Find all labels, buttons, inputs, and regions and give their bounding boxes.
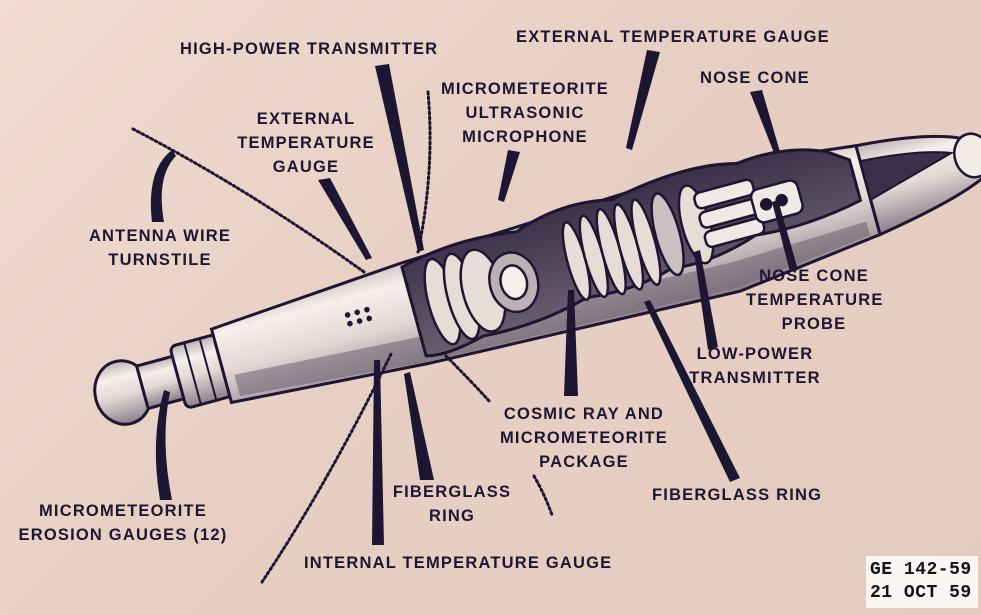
label-nose-cone-temperature-probe: NOSE CONE TEMPERATURE PROBE [746, 267, 884, 333]
label-antenna-wire-turnstile: ANTENNA WIRE TURNSTILE [88, 227, 232, 269]
internal-rings [423, 184, 715, 346]
label-micrometeorite-microphone: MICROMETEORITE ULTRASONIC MICROPHONE [440, 80, 610, 146]
label-cosmic-ray-package: COSMIC RAY AND MICROMETEORITE PACKAGE [499, 405, 669, 471]
label-low-power-transmitter: LOW-POWER TRANSMITTER [689, 345, 821, 387]
leader-lines [150, 50, 798, 545]
label-internal-temperature-gauge: INTERNAL TEMPERATURE GAUGE [304, 554, 613, 572]
stamp-date: 21 OCT 59 [870, 583, 972, 603]
label-nose-cone: NOSE CONE [700, 69, 810, 87]
transmitter-cylinders [693, 178, 804, 249]
satellite-body [93, 132, 981, 426]
label-external-temperature-gauge-top: EXTERNAL TEMPERATURE GAUGE [516, 28, 830, 46]
label-fiberglass-ring-right: FIBERGLASS RING [652, 486, 823, 504]
label-high-power-transmitter: HIGH-POWER TRANSMITTER [180, 40, 439, 58]
label-micrometeorite-erosion-gauges: MICROMETEORITE EROSION GAUGES (12) [18, 502, 228, 544]
stamp-number: GE 142-59 [870, 560, 972, 580]
document-stamp: GE 142-59 21 OCT 59 [866, 556, 978, 608]
label-fiberglass-ring-center: FIBERGLASS RING [392, 483, 512, 525]
label-external-temperature-gauge-left: EXTERNAL TEMPERATURE GAUGE [237, 110, 375, 176]
